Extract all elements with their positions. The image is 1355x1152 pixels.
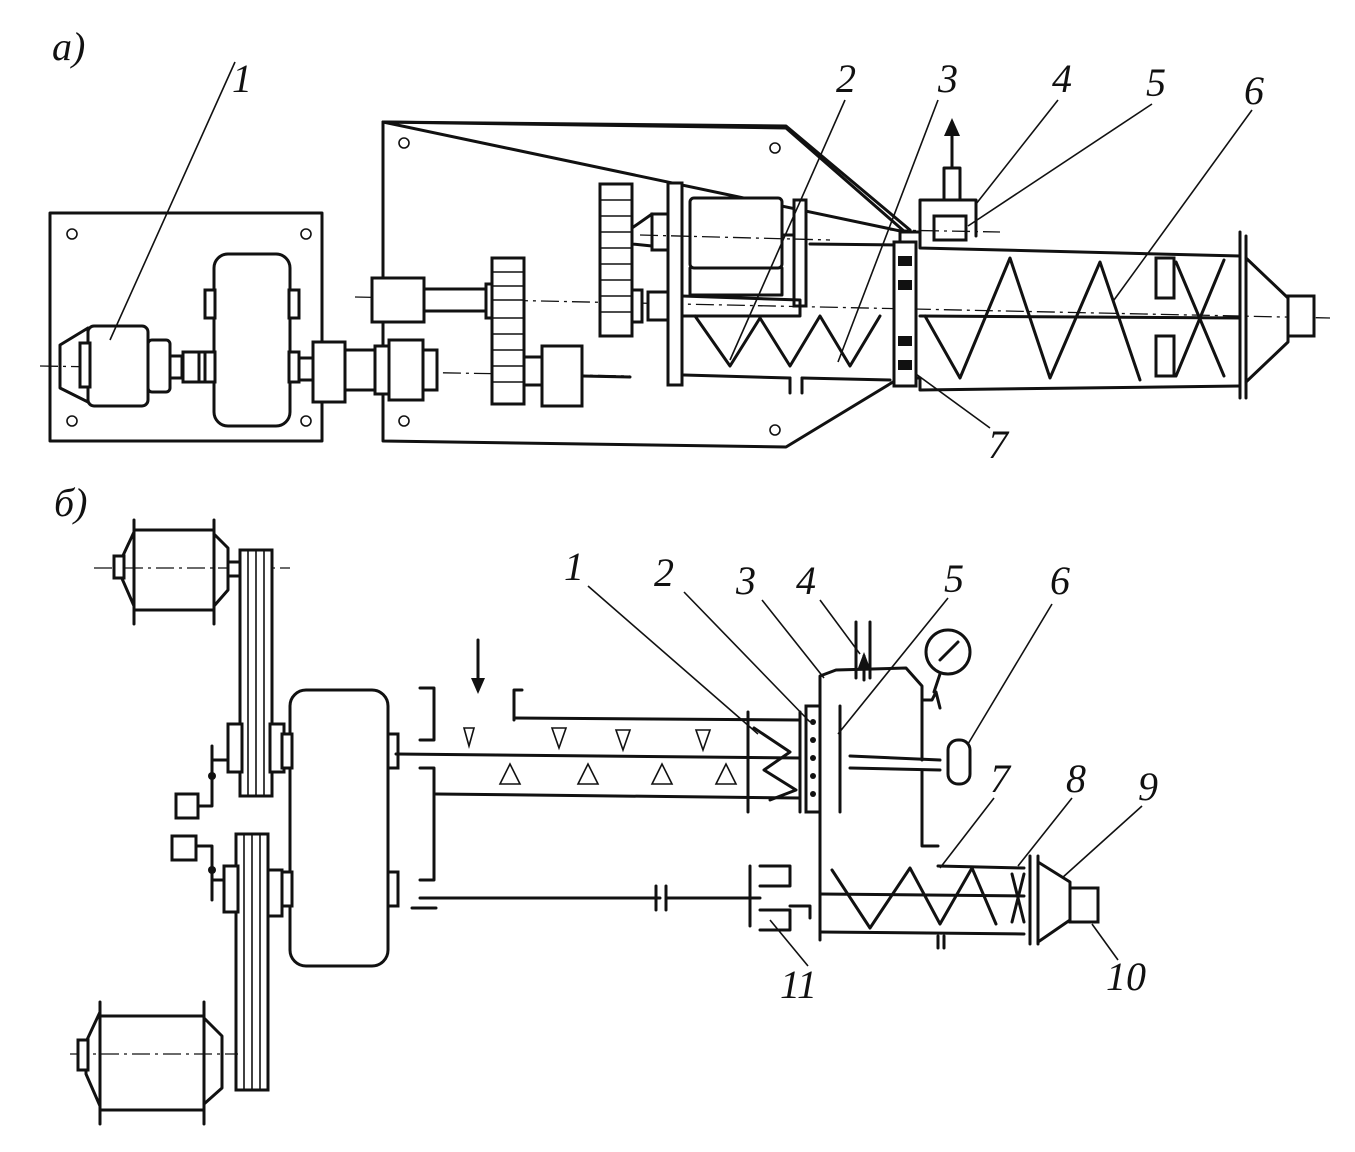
gear-pair-a	[490, 256, 632, 408]
extruder-barrel-b	[410, 854, 1100, 950]
belt-drive-lower	[222, 832, 284, 1092]
panel-a: а)	[39, 24, 1331, 467]
callout-a-5: 5	[1146, 60, 1166, 105]
callout-b-8: 8	[1066, 756, 1086, 801]
feed-drive-a	[688, 196, 784, 270]
panel-a-label: а)	[52, 24, 85, 69]
vacuum-vent-a	[889, 118, 1001, 242]
panel-b: б)	[54, 480, 1158, 1126]
die-head-a	[1154, 230, 1316, 400]
electric-motor-a	[58, 324, 184, 408]
extruder-screw-a	[923, 256, 1142, 382]
callout-b-11: 11	[780, 962, 817, 1007]
electric-motor-b-lower	[70, 1000, 238, 1126]
drive-base-plate	[381, 120, 907, 234]
upper-gear-a	[598, 182, 672, 338]
belt-drive-upper	[226, 548, 286, 798]
brake-units	[170, 744, 230, 902]
callout-b-4: 4	[796, 558, 816, 603]
vacuum-chamber-b	[804, 620, 972, 890]
callout-a-6: 6	[1244, 68, 1264, 113]
callouts-a: 1 2 3 4 5 6 7	[109, 56, 1264, 467]
extruder-screw-b	[830, 866, 998, 930]
callout-b-2: 2	[654, 550, 674, 595]
callout-a-3: 3	[937, 56, 958, 101]
callout-b-3: 3	[735, 558, 756, 603]
callout-a-7: 7	[988, 422, 1010, 467]
callout-a-4: 4	[1052, 56, 1072, 101]
callout-b-1: 1	[564, 544, 584, 589]
callout-b-6: 6	[1050, 558, 1070, 603]
callouts-b: 1 2 3 4 5 6 7 8 9 10 11	[564, 544, 1158, 1007]
callout-b-9: 9	[1138, 764, 1158, 809]
callout-b-5: 5	[944, 556, 964, 601]
feed-screw-b	[394, 638, 802, 882]
motor-base-plate	[48, 211, 324, 443]
gear-reducer-a	[203, 252, 301, 428]
callout-a-1: 1	[232, 56, 252, 101]
callout-a-2: 2	[836, 56, 856, 101]
gear-reducer-b	[280, 688, 400, 968]
breaker-plate-a	[892, 240, 918, 388]
die-head-b	[1036, 860, 1072, 944]
panel-b-label: б)	[54, 480, 87, 525]
callout-b-10: 10	[1106, 954, 1146, 999]
callout-b-7: 7	[990, 756, 1012, 801]
